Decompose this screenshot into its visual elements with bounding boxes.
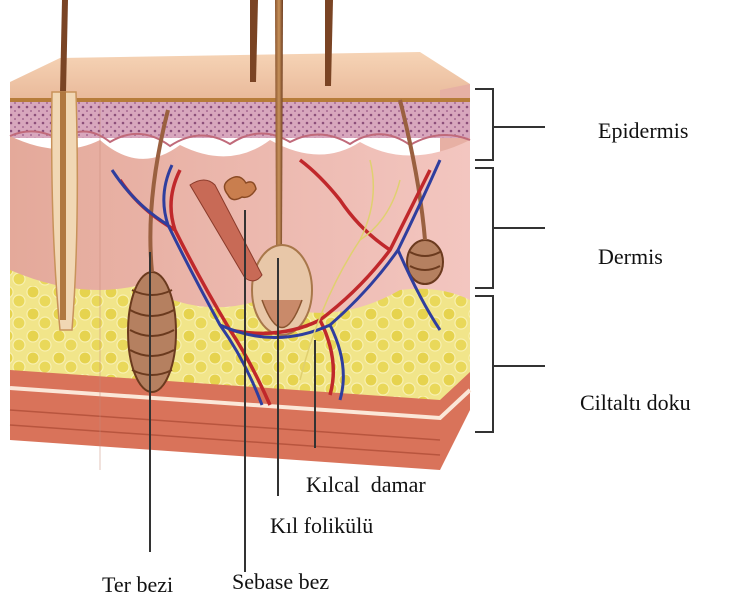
layer-brackets [475,89,545,432]
bracket-ciltalti [475,296,545,432]
label-sebase-bez: Sebase bez [232,571,329,593]
label-dermis: Dermis [598,246,663,268]
hair-root-left [60,92,66,320]
label-ter-bezi: Ter bezi [102,574,173,596]
label-kilcal-damar: Kılcal damar [306,474,426,496]
bracket-epidermis [475,89,545,160]
skin-surface [10,52,470,100]
skin-block [10,0,470,470]
label-kil-folikulu: Kıl folikülü [270,515,373,537]
label-ciltalti-doku: Ciltaltı doku [580,392,691,414]
label-epidermis: Epidermis [598,120,688,142]
hair-shaft-center2 [275,0,283,250]
bracket-dermis [475,168,545,288]
